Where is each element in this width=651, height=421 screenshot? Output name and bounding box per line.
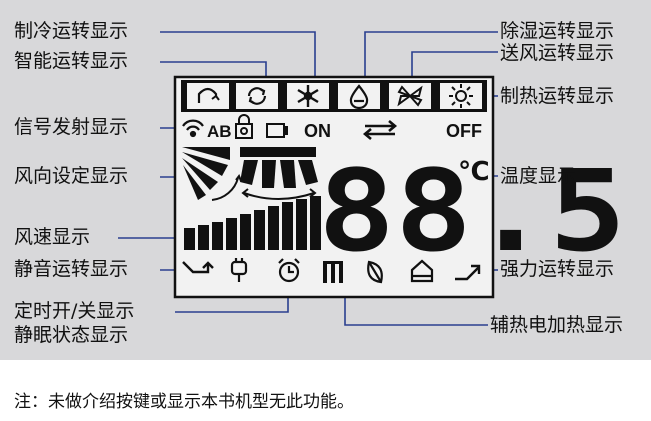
mode-slot-1 bbox=[187, 83, 229, 109]
footnote: 注：未做介绍按键或显示本书机型无此功能。 bbox=[14, 392, 354, 412]
label-signal: 信号发射显示 bbox=[14, 116, 129, 138]
leader-auxheat bbox=[344, 292, 488, 326]
label-turbo: 强力运转显示 bbox=[500, 258, 615, 280]
mode-row bbox=[181, 80, 487, 112]
lock-icon bbox=[235, 114, 253, 139]
snowflake-icon bbox=[297, 85, 319, 107]
label-heat: 制热运转显示 bbox=[500, 85, 615, 107]
label-timer: 定时开/关显示 bbox=[14, 300, 135, 322]
water-drop-icon bbox=[349, 84, 369, 110]
temperature-unit: ℃ bbox=[458, 157, 489, 187]
label-cool: 制冷运转显示 bbox=[14, 20, 129, 42]
swing-fan-right-icon bbox=[240, 147, 318, 188]
sun-icon bbox=[449, 84, 473, 108]
label-quiet: 静音运转显示 bbox=[14, 258, 129, 280]
swing-fan-left-icon bbox=[182, 147, 230, 200]
turbo-arrow-icon bbox=[455, 264, 481, 281]
label-sleep: 静眠状态显示 bbox=[14, 324, 129, 346]
off-text: OFF bbox=[446, 121, 482, 141]
label-swing: 风向设定显示 bbox=[14, 165, 129, 187]
battery-icon bbox=[266, 123, 288, 138]
swing-arc-right bbox=[243, 192, 315, 200]
fan-speed-bars bbox=[184, 196, 321, 250]
fan-icon bbox=[397, 85, 423, 107]
label-fan: 送风运转显示 bbox=[500, 42, 615, 64]
mode-slot-2 bbox=[236, 83, 278, 109]
ab-text: AB bbox=[207, 122, 232, 141]
label-fanspeed: 风速显示 bbox=[14, 226, 91, 248]
label-smart: 智能运转显示 bbox=[14, 50, 129, 72]
lcd-frame bbox=[173, 75, 495, 299]
label-dehum: 除湿运转显示 bbox=[500, 20, 615, 42]
house-icon bbox=[410, 259, 434, 283]
leaf-icon bbox=[367, 260, 383, 284]
leader-cool bbox=[160, 31, 316, 80]
label-temp: 温度显示 bbox=[500, 165, 577, 187]
heater-icon bbox=[323, 261, 343, 283]
swing-arc-left bbox=[211, 177, 239, 201]
leader-dehum bbox=[364, 31, 498, 80]
auto-cycle-icon bbox=[247, 87, 267, 105]
note-band bbox=[0, 360, 651, 421]
person-cycle-icon bbox=[197, 87, 218, 103]
quiet-arrow-icon bbox=[182, 261, 214, 274]
signal-icon bbox=[182, 119, 204, 138]
temperature-digits: 88.5 bbox=[318, 146, 626, 277]
plug-icon bbox=[230, 258, 248, 282]
swap-arrows-icon bbox=[362, 120, 398, 140]
leader-smart bbox=[160, 61, 267, 80]
on-text: ON bbox=[304, 121, 331, 141]
label-auxheat: 辅热电加热显示 bbox=[490, 314, 624, 336]
alarm-clock-icon bbox=[278, 258, 300, 283]
leader-fan bbox=[411, 51, 498, 80]
